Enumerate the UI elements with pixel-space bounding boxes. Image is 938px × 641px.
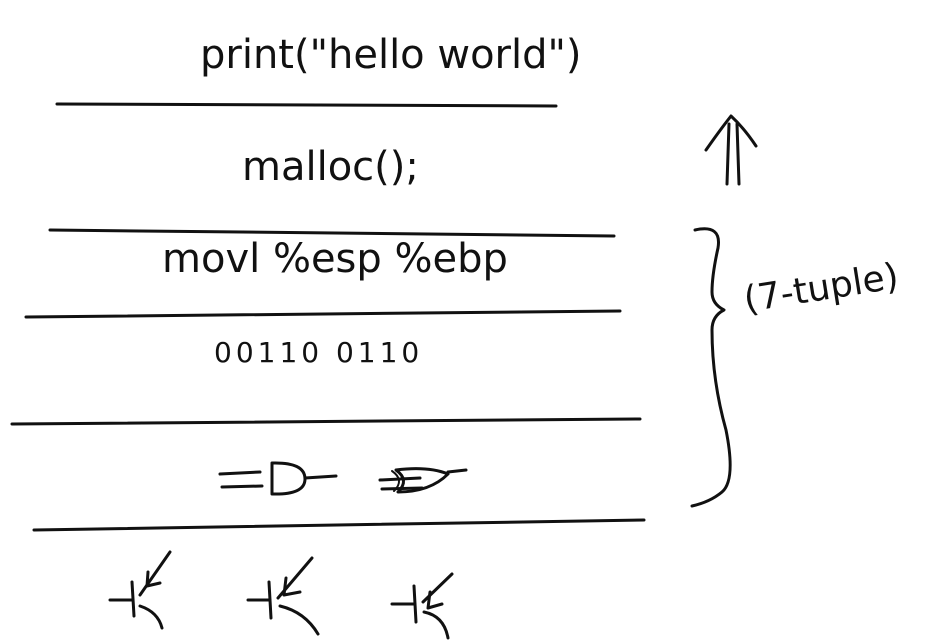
layer-label-assembly: movl %esp %ebp xyxy=(162,236,508,282)
transistor-icon xyxy=(246,556,320,636)
layer-label-machine-code: 00110 0110 xyxy=(214,336,423,369)
and-gate-icon xyxy=(218,461,338,496)
layer-divider xyxy=(55,102,558,108)
layer-divider xyxy=(24,309,622,319)
curly-brace-icon xyxy=(690,227,732,508)
layer-label-library-call: malloc(); xyxy=(242,144,419,190)
layer-label-source-code: print("hello world") xyxy=(200,32,582,78)
layer-divider xyxy=(32,518,646,532)
layer-divider xyxy=(10,417,642,426)
or-gate-icon xyxy=(378,467,468,494)
brace-annotation: (7-tuple) xyxy=(741,256,901,321)
up-double-arrow-icon xyxy=(704,114,758,186)
transistor-icon xyxy=(108,550,172,630)
transistor-icon xyxy=(390,572,454,640)
logic-gates-row xyxy=(218,461,468,496)
layer-divider xyxy=(48,228,616,238)
